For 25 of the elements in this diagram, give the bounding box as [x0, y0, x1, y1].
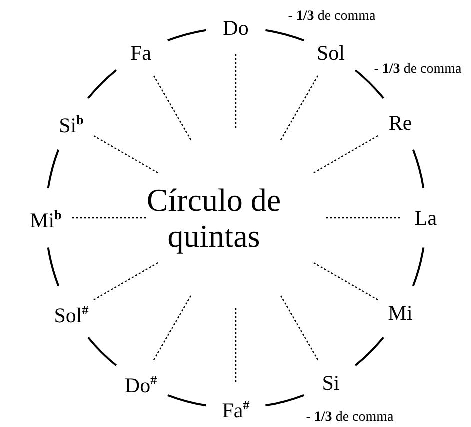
- dotted-line: [71, 217, 146, 219]
- circle-arc: [266, 394, 304, 407]
- circle-arc: [354, 70, 384, 100]
- dotted-line: [280, 296, 320, 362]
- circle-arc: [354, 336, 384, 366]
- dotted-line: [235, 53, 237, 128]
- dotted-line: [92, 134, 158, 174]
- circle-arc: [47, 248, 60, 286]
- dotted-line: [280, 74, 320, 140]
- dotted-line: [314, 262, 380, 302]
- circle-arc: [168, 29, 206, 42]
- dotted-line: [326, 217, 401, 219]
- circle-arc: [168, 394, 206, 407]
- center-title: Círculo de quintas: [139, 182, 289, 254]
- circle-arc: [412, 150, 425, 188]
- circle-arc: [88, 336, 118, 366]
- dotted-line: [152, 296, 192, 362]
- dotted-line: [152, 74, 192, 140]
- dotted-line: [92, 262, 158, 302]
- dotted-line: [314, 134, 380, 174]
- circle-arc: [47, 150, 60, 188]
- circle-arc: [88, 70, 118, 100]
- circle-arc: [412, 248, 425, 286]
- dotted-line: [235, 308, 237, 383]
- circle-arc: [266, 29, 304, 42]
